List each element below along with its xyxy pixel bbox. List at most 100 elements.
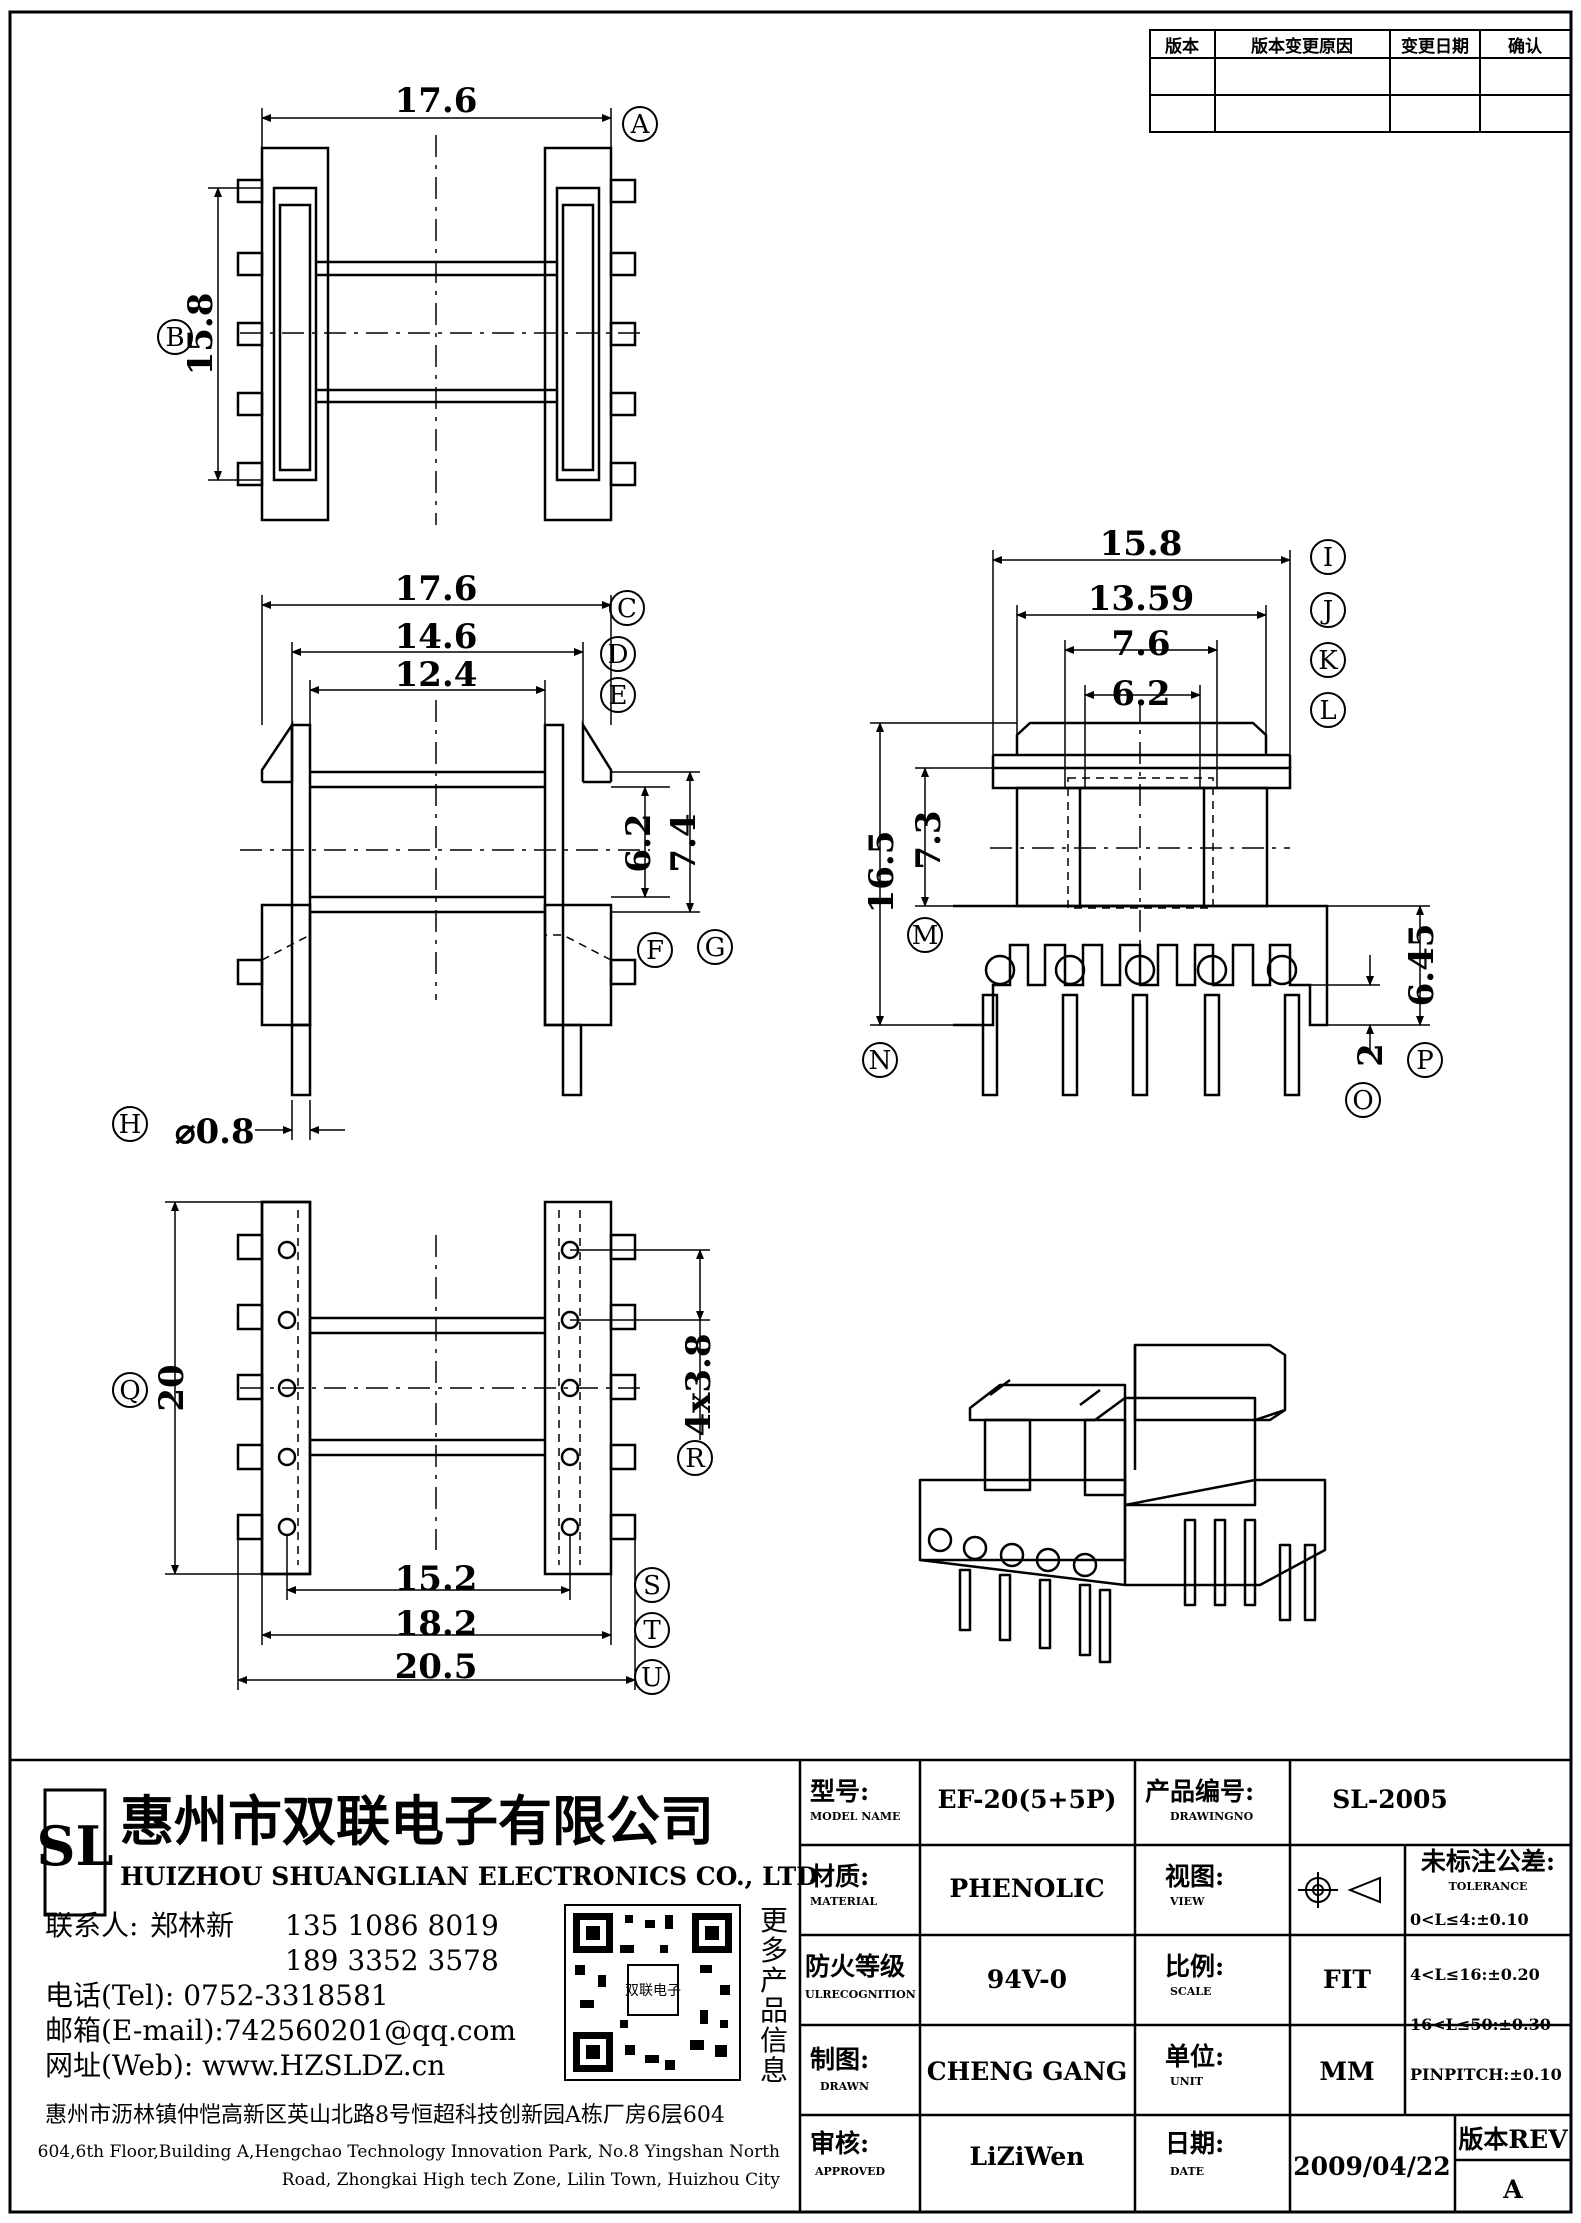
projection-symbol-icon [1298,1872,1381,1908]
contact-phone1: 135 1086 8019 [285,1909,499,1942]
company-name-cn: 惠州市双联电子有限公司 [120,1789,714,1853]
dim-bottom-s: 15.2 [395,1559,478,1599]
drawn-sublabel: DRAWN [820,2080,869,2093]
bubble-q [112,1372,148,1408]
bubble-q-label: Q [119,1376,140,1406]
material-sublabel: MATERIAL [810,1895,878,1908]
tolerance-3: 16<L≤50:±0.30 [1410,2015,1551,2034]
unit-value: MM [1319,2057,1374,2086]
qr-code: 双联电子 [564,1904,741,2081]
drawn-label: 制图: [810,2045,869,2074]
bottom-view-centerlines [240,1235,640,1550]
drawn-value: CHENG GANG [927,2057,1127,2086]
model-value: EF-20(5+5P) [937,1785,1116,1814]
qr-caption-3: 产 [760,1964,788,1997]
bubble-p-label: P [1416,1046,1434,1076]
address-cn: 惠州市沥林镇仲恺高新区英山北路8号恒超科技创新园A栋厂房6层604 [45,2103,725,2128]
dim-side-p: 6.45 [1402,924,1442,1007]
rev-value: A [1502,2175,1523,2204]
bubble-e-label: E [609,681,628,711]
dim-front-core1: 6.2 [619,813,659,872]
bubble-r [677,1440,713,1476]
bubble-m [907,917,943,953]
approved-label: 审核: [810,2129,869,2158]
bubble-n [862,1042,898,1078]
tolerance-4: PINPITCH:±0.10 [1410,2065,1562,2084]
bubble-u [634,1659,670,1695]
rev-label: 版本REV [1457,2125,1568,2154]
bubble-j [1310,592,1346,628]
date-sublabel: DATE [1170,2165,1204,2178]
bubble-s-label: S [643,1571,661,1601]
unit-sublabel: UNIT [1170,2075,1204,2088]
rev-header-date: 变更日期 [1401,36,1469,57]
bubble-l [1310,692,1346,728]
bubble-m-label: M [912,921,939,951]
isometric-view [918,1343,1327,1664]
bubble-u-label: U [641,1663,663,1693]
address-en-1: 604,6th Floor,Building A,Hengchao Techno… [38,2142,780,2162]
side-view [953,721,1329,1097]
date-value: 2009/04/22 [1293,2152,1450,2181]
rev-header-confirm: 确认 [1508,36,1543,57]
tolerance-sublabel: TOLERANCE [1449,1880,1528,1893]
model-sublabel: MODEL NAME [810,1810,900,1823]
bubble-f [637,932,673,968]
bubble-r-label: R [685,1444,706,1474]
contact-tel: 电话(Tel): 0752-3318581 [45,1979,389,2012]
drawing-no-sublabel: DRAWINGNO [1170,1810,1254,1823]
dim-bottom-r: 4x3.8 [679,1333,719,1436]
dim-front-e: 12.4 [395,655,478,695]
bubble-a-label: A [630,110,651,140]
contact-name: 郑林新 [150,1909,234,1942]
bubble-g [697,929,733,965]
approved-sublabel: APPROVED [814,2165,886,2178]
fire-rating-label: 防火等级 [805,1952,905,1981]
bubble-i-label: I [1323,543,1333,573]
company-logo: SL [37,1788,113,1917]
bubble-t [634,1612,670,1648]
fire-rating-sublabel: ULRECOGNITION [805,1988,916,2001]
bubble-k [1310,642,1346,678]
qr-caption-5: 信 [760,2024,788,2057]
date-label: 日期: [1165,2129,1224,2158]
dim-side-o: 2 [1351,1043,1391,1067]
dim-bottom-u: 20.5 [395,1647,478,1687]
qr-caption-1: 更 [760,1904,788,1937]
fire-rating-value: 94V-0 [987,1965,1067,1994]
qr-caption-6: 息 [760,2054,788,2087]
dim-side-k: 7.6 [1111,624,1170,664]
bubble-e [600,677,636,713]
qr-caption-4: 品 [760,1994,788,2027]
bottom-view [236,1200,637,1576]
rev-header-reason: 版本变更原因 [1251,36,1353,57]
tolerance-label: 未标注公差: [1421,1847,1555,1876]
revision-table [1149,29,1572,133]
dim-top-height: 15.8 [181,293,221,376]
material-value: PHENOLIC [949,1874,1104,1903]
bubble-d-label: D [608,640,629,670]
bubble-h-label: H [119,1110,142,1140]
contact-web: 网址(Web): www.HZSLDZ.cn [45,2049,445,2082]
scale-label: 比例: [1165,1952,1224,1981]
bubble-o [1345,1082,1381,1118]
dim-front-core2: 7.4 [664,813,704,872]
view-sublabel: VIEW [1169,1895,1205,1908]
rev-header-version: 版本 [1165,36,1199,57]
drawing-no-value: SL-2005 [1332,1785,1448,1814]
dim-front-d: 14.6 [395,617,478,657]
tolerance-2: 4<L≤16:±0.20 [1410,1965,1540,1984]
bubble-l-label: L [1319,696,1336,726]
dim-side-n: 16.5 [862,831,902,914]
bubble-t-label: T [643,1616,661,1646]
drawing-no-label: 产品编号: [1145,1777,1254,1806]
company-name-en: HUIZHOU SHUANGLIAN ELECTRONICS CO., LTD [120,1862,818,1891]
title-block-grid [10,1758,1571,2212]
material-label: 材质: [810,1862,869,1891]
bubble-b-label: B [165,323,184,353]
bubble-b [157,319,193,355]
dim-pin-diameter: ⌀0.8 [175,1112,255,1152]
scale-sublabel: SCALE [1170,1985,1211,1998]
unit-label: 单位: [1165,2042,1224,2071]
